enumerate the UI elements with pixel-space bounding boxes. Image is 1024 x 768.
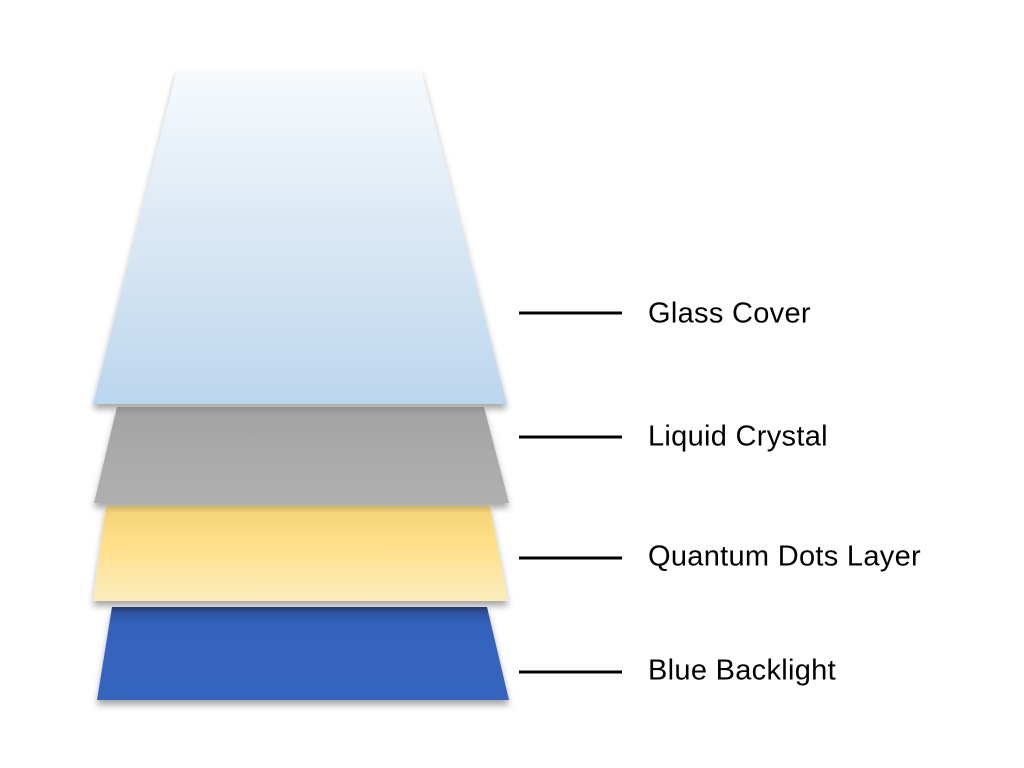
quantum-dots-layer-label: Quantum Dots Layer	[648, 540, 921, 573]
blue-backlight-label: Blue Backlight	[648, 654, 836, 687]
liquid-crystal-layer-shape	[94, 407, 509, 503]
liquid-crystal-label: Liquid Crystal	[648, 420, 828, 453]
glass-cover-layer-shape	[93, 70, 507, 404]
glass-cover-label: Glass Cover	[648, 297, 811, 330]
blue-backlight-layer-shape	[97, 607, 509, 700]
quantum-dots-layer-shape	[93, 506, 508, 601]
